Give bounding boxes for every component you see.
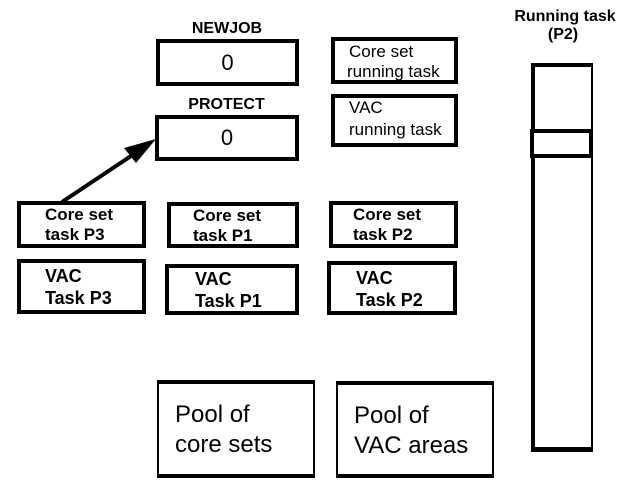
newjob-label: NEWJOB [191,20,263,37]
vac-task-p2-line2: Task P2 [356,290,423,310]
arrow-head-icon [124,139,156,163]
core-set-task-p2-line1: Core set [353,205,422,224]
core-set-task-p3-line2: task P3 [45,225,105,244]
core-set-running-line1: Core set [349,42,414,61]
vac-running-line2: running task [349,120,442,139]
vac-running-task-box: VAC running task [331,94,458,147]
vac-task-p3: VAC Task P3 [17,259,146,314]
pool-vac-line2: VAC areas [354,432,469,459]
pool-of-vac-areas: Pool of VAC areas [336,381,494,478]
core-set-task-p1-line1: Core set [193,206,262,225]
core-set-task-p2-line2: task P2 [353,225,413,244]
vac-running-line1: VAC [349,98,383,117]
core-set-task-p3-line1: Core set [45,205,114,224]
core-set-task-p1: Core set task P1 [167,202,299,248]
core-set-task-p3: Core set task P3 [17,201,146,248]
core-set-task-p2: Core set task P2 [329,201,458,248]
pool-vac-line1: Pool of [354,402,429,429]
vac-task-p1-line1: VAC [195,269,232,289]
protect-label: PROTECT [188,96,265,113]
vac-task-p2-line1: VAC [356,268,393,288]
running-task-segment [530,129,592,158]
pool-core-line2: core sets [175,431,273,458]
vac-task-p1-line2: Task P1 [195,291,262,311]
pool-of-core-sets: Pool of core sets [157,380,315,478]
running-task-title: Running task (P2) [500,8,630,44]
core-set-running-task-box: Core set running task [331,37,458,84]
protect-register: 0 [155,115,299,161]
arrow-line [60,148,142,204]
vac-task-p3-line1: VAC [45,266,82,286]
running-task-memory-bar [531,63,593,452]
running-task-title-line2: (P2) [547,26,579,43]
newjob-register: 0 [156,39,299,86]
vac-task-p2: VAC Task P2 [327,261,457,315]
core-set-running-line2: running task [347,62,440,81]
vac-task-p3-line2: Task P3 [45,288,112,308]
pool-core-line1: Pool of [175,401,250,428]
running-task-title-line1: Running task [514,8,616,25]
vac-task-p1: VAC Task P1 [165,264,299,315]
core-set-task-p1-line2: task P1 [193,226,253,245]
